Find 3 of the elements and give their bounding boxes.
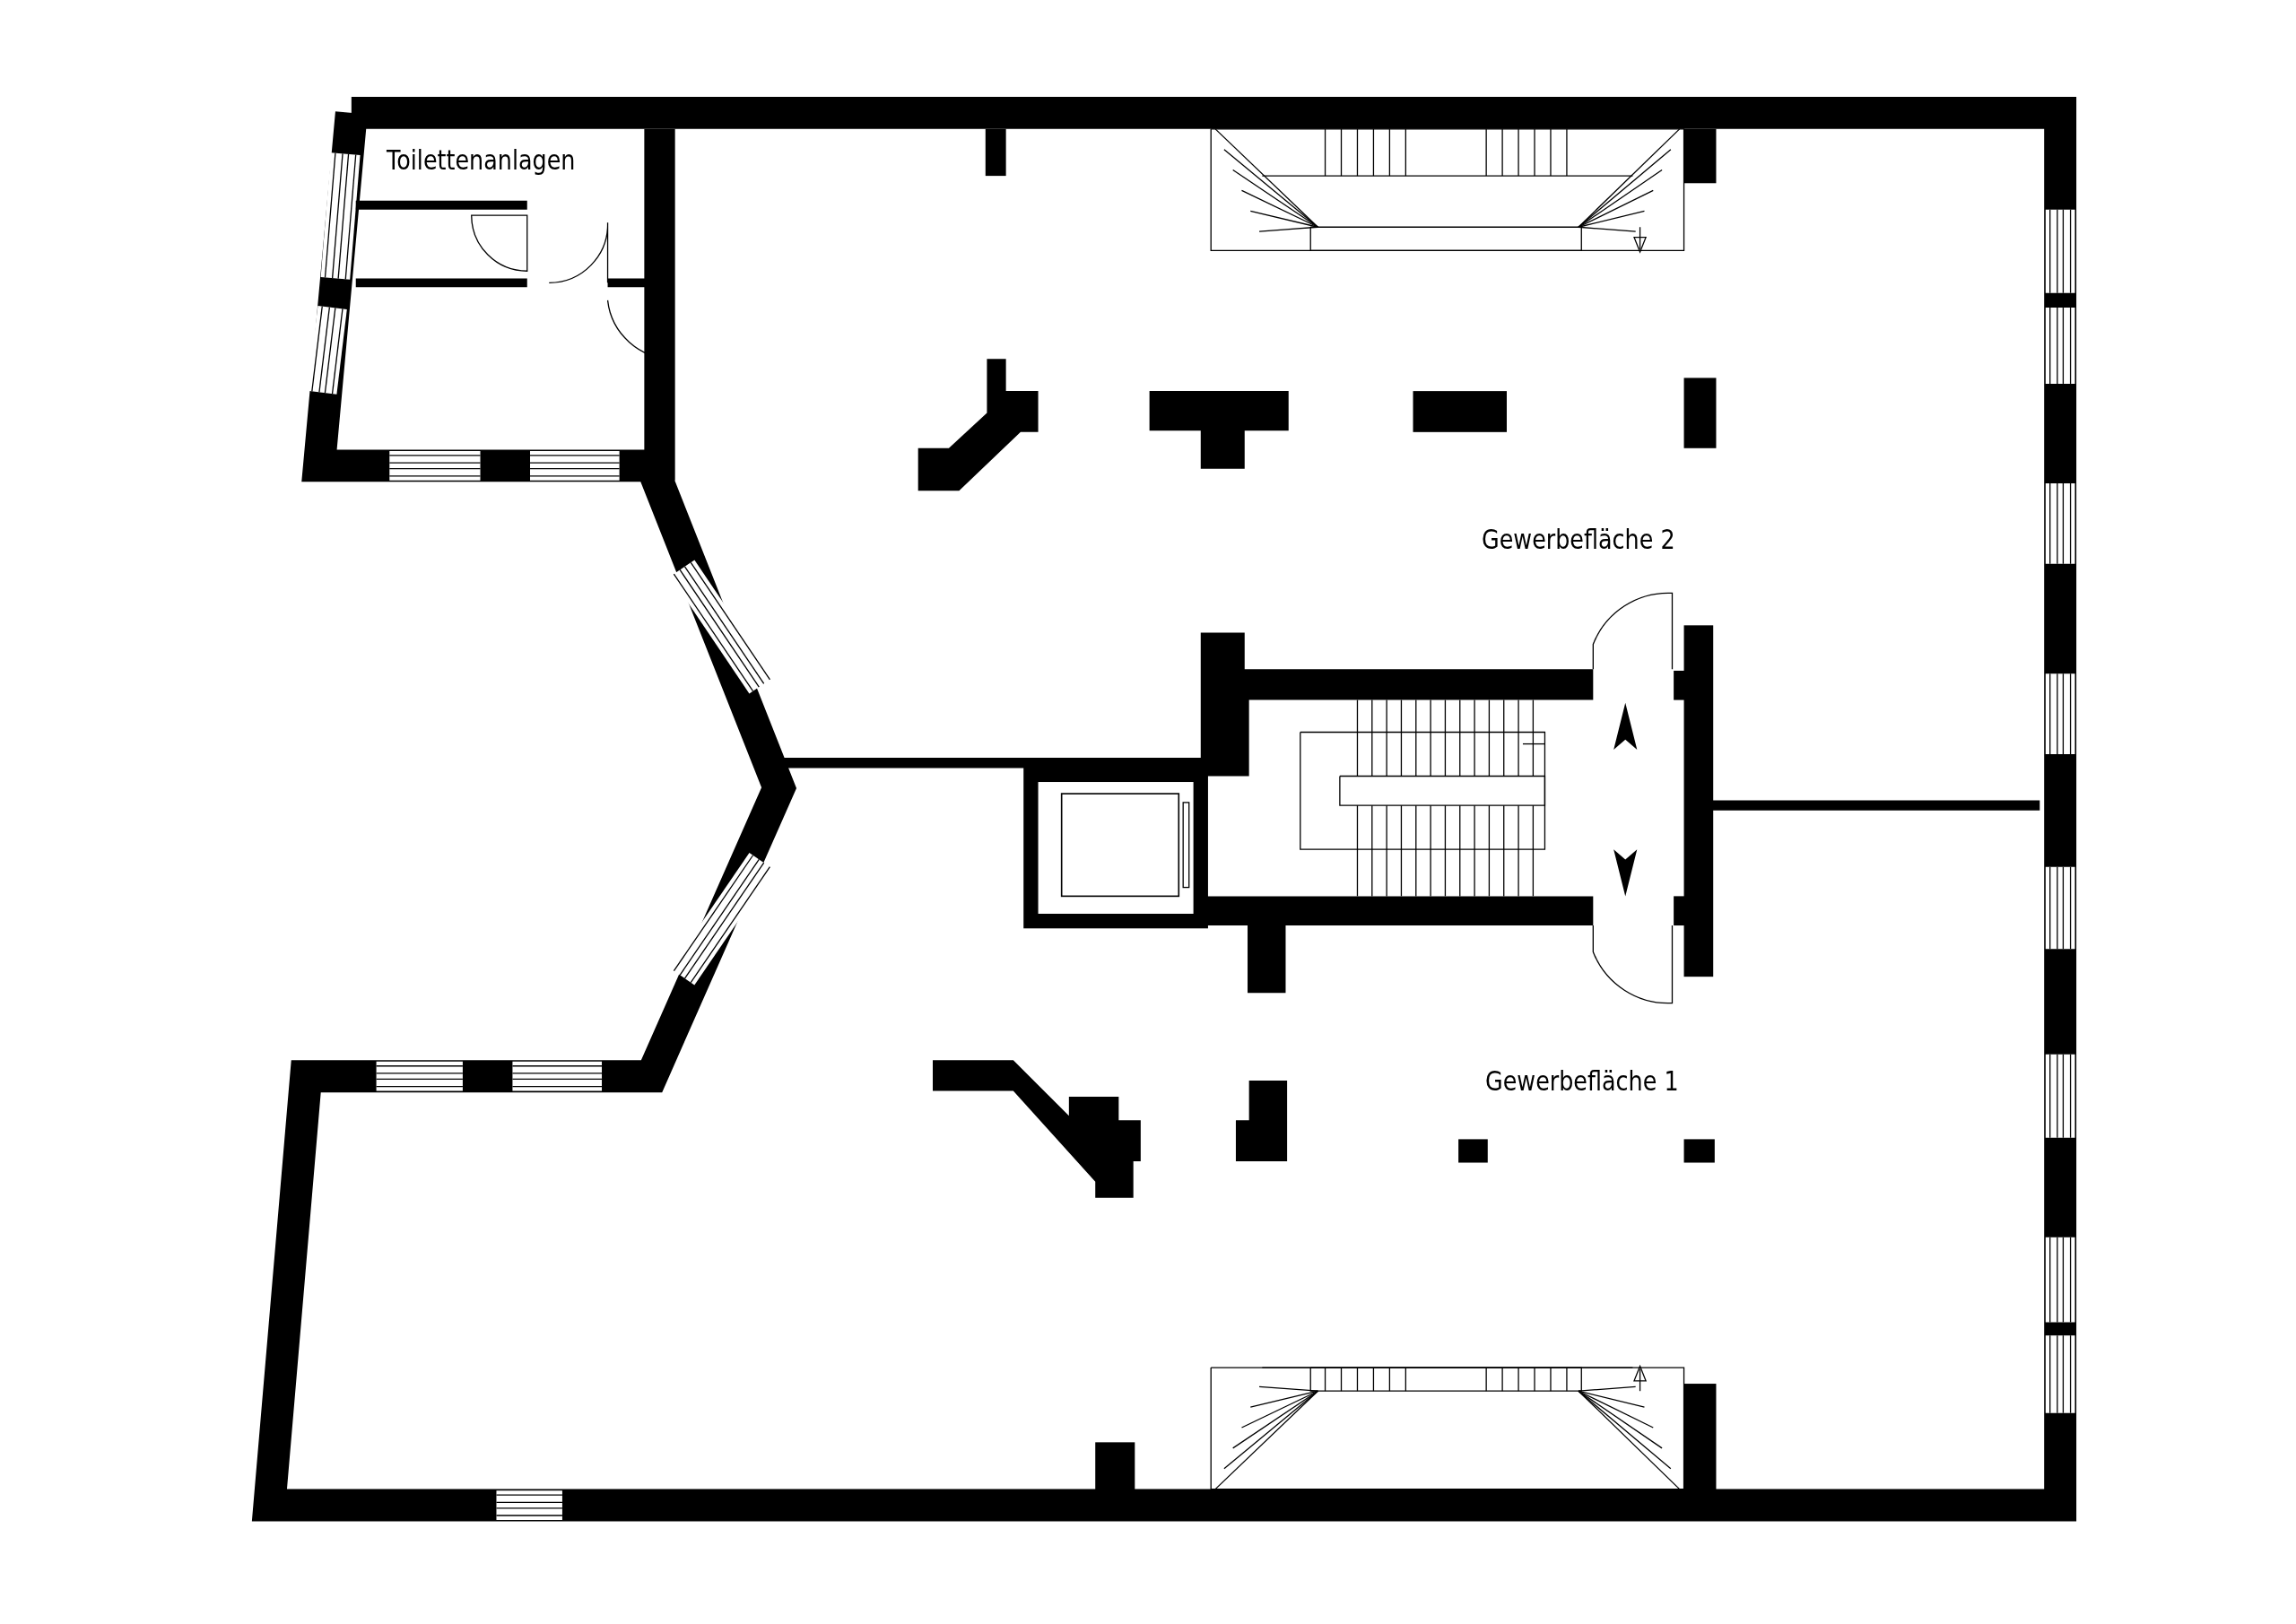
area-label: Gewerbefläche 2: [1482, 523, 1675, 555]
area-label: Gewerbefläche 1: [1485, 1064, 1679, 1097]
room-label: Toilettenanlagen: [387, 143, 576, 176]
